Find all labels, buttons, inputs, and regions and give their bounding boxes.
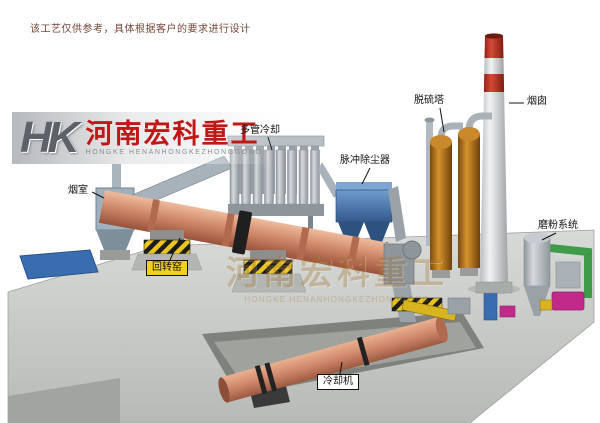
label-chimney: 烟囱 bbox=[527, 96, 547, 107]
cooling-machine-graphic bbox=[218, 317, 448, 408]
label-multi-tube-cooling: 多管冷却 bbox=[240, 125, 280, 136]
logo-hk-monogram: HK bbox=[20, 113, 80, 162]
grinding-system-graphic bbox=[523, 233, 592, 316]
label-cooling-machine: 冷却机 bbox=[317, 374, 359, 390]
logo-company-name-en: HONGKE HENANHONGKEZHONGGONG bbox=[85, 149, 263, 157]
company-logo: HK 河南宏科重工 HONGKE HENANHONGKEZHONGGONG bbox=[12, 112, 277, 164]
logo-text-block: 河南宏科重工 HONGKE HENANHONGKEZHONGGONG bbox=[85, 118, 263, 157]
logo-company-name-cn: 河南宏科重工 bbox=[85, 118, 260, 149]
label-rotary-kiln: 回转窑 bbox=[146, 260, 188, 276]
pulse-dust-collector-graphic bbox=[318, 162, 406, 254]
label-pulse-dust-collector: 脉冲除尘器 bbox=[340, 155, 390, 166]
blue-ground-panel bbox=[19, 249, 99, 280]
label-smoke-chamber: 烟室 bbox=[68, 185, 88, 196]
label-grinding-system: 磨粉系统 bbox=[538, 220, 578, 231]
chimney-graphic bbox=[468, 33, 520, 294]
auxiliary-equipment-graphic bbox=[383, 117, 516, 322]
disclaimer-text: 该工艺仅供参考，具体根据客户的要求进行设计 bbox=[30, 24, 251, 35]
desulfurization-towers-graphic bbox=[430, 112, 492, 278]
label-desulfurization-tower: 脱硫塔 bbox=[414, 95, 444, 106]
